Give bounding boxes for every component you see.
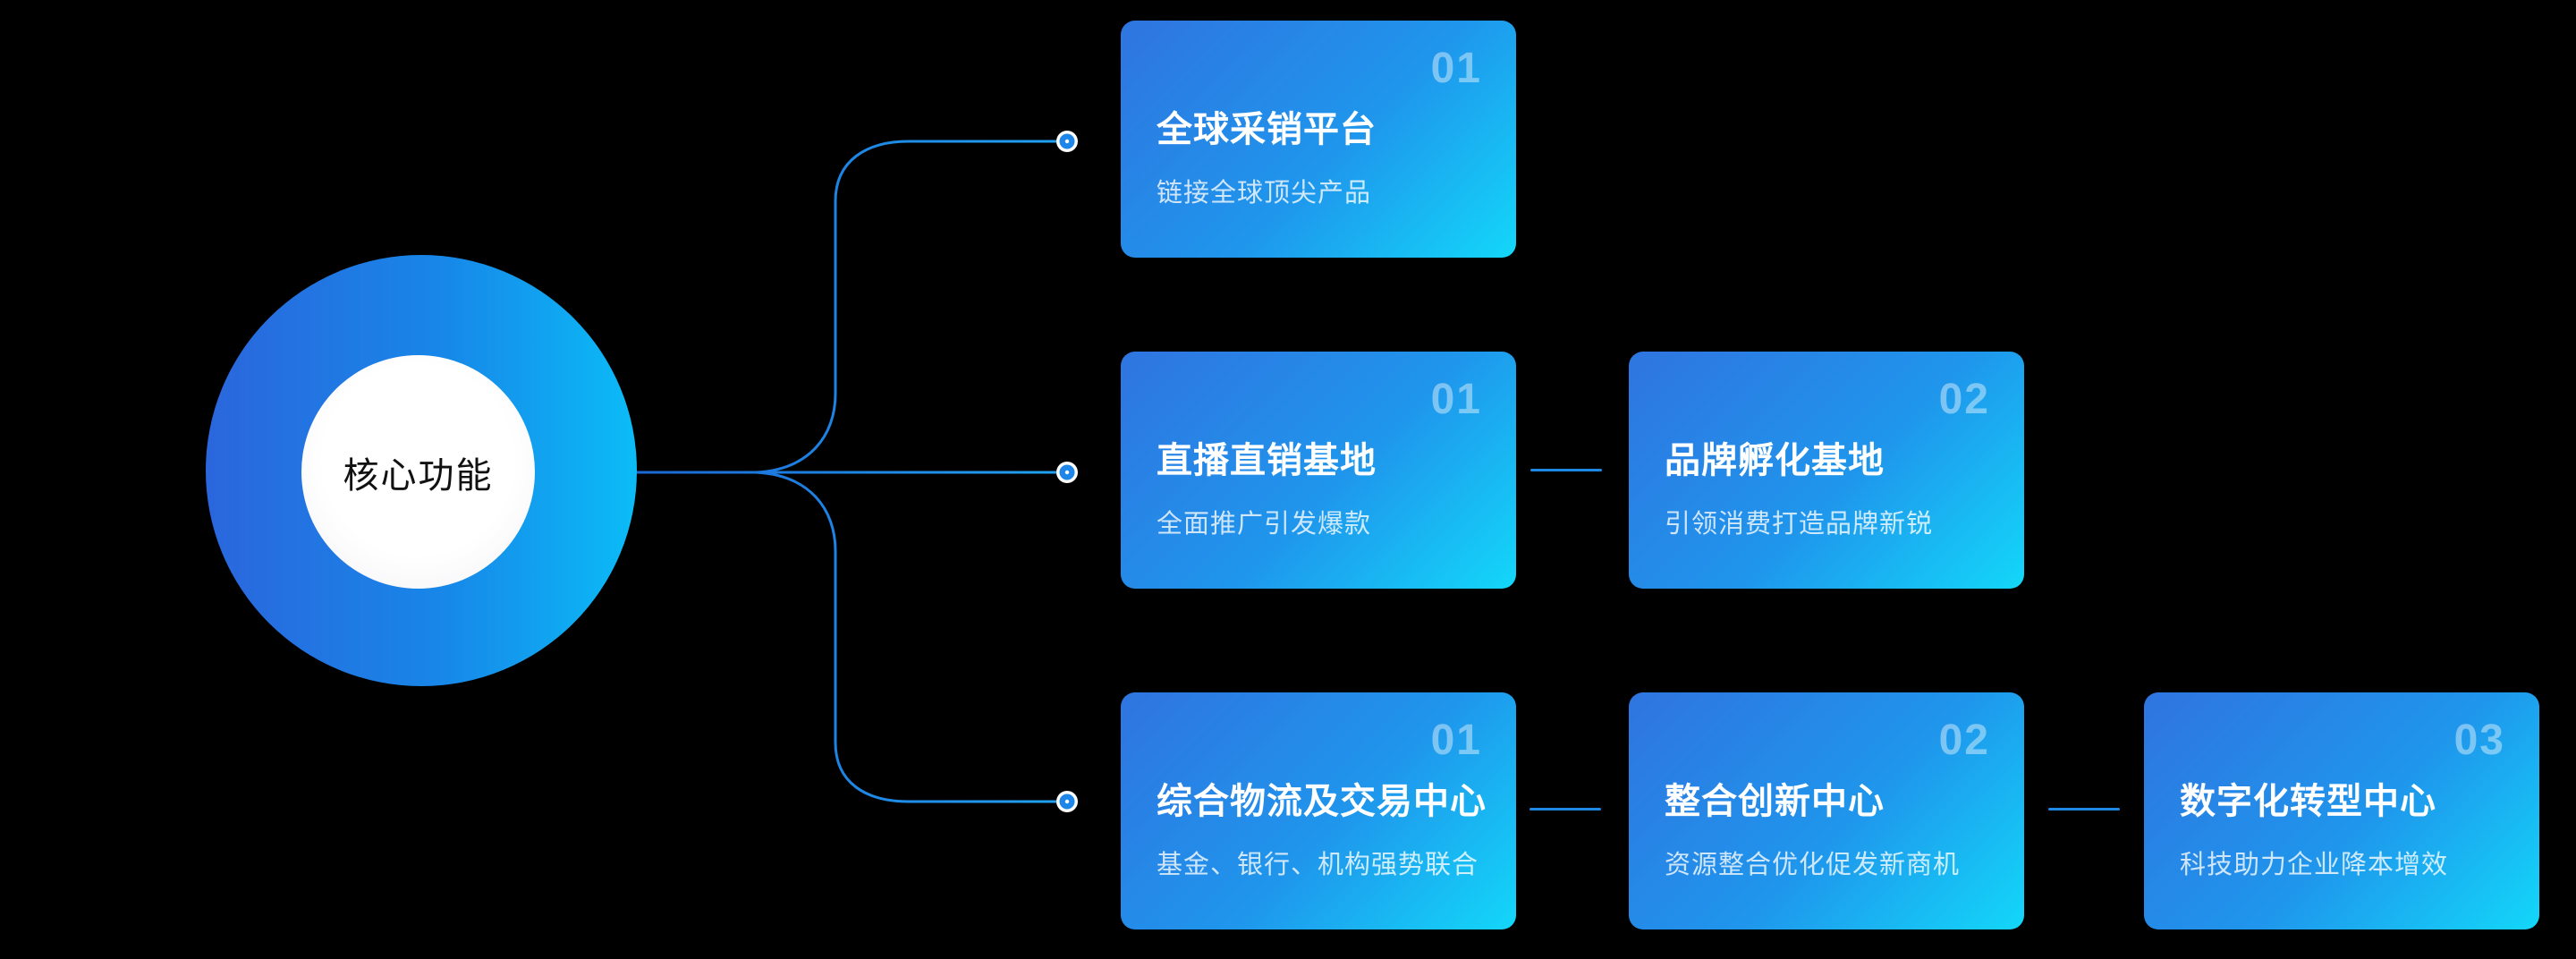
card-global-sourcing: 01 全球采销平台 链接全球顶尖产品 <box>1121 21 1516 258</box>
card-number: 01 <box>1430 376 1482 423</box>
branch-node-middle <box>1056 462 1078 483</box>
card-link-row3-a <box>1530 808 1601 810</box>
card-subtitle: 基金、银行、机构强势联合 <box>1157 851 1479 879</box>
card-number: 02 <box>1938 376 1990 423</box>
branch-node-bottom <box>1056 791 1078 812</box>
card-number: 03 <box>2453 717 2505 764</box>
branch-node-top <box>1056 131 1078 152</box>
card-subtitle: 资源整合优化促发新商机 <box>1665 851 1961 879</box>
card-subtitle: 全面推广引发爆款 <box>1157 510 1372 539</box>
card-title: 数字化转型中心 <box>2180 782 2436 821</box>
card-live-sales-base: 01 直播直销基地 全面推广引发爆款 <box>1121 352 1516 589</box>
branch-top <box>755 140 1056 474</box>
card-digital-transformation-center: 03 数字化转型中心 科技助力企业降本增效 <box>2144 692 2539 929</box>
card-number: 01 <box>1430 45 1482 92</box>
card-logistics-trade-center: 01 综合物流及交易中心 基金、银行、机构强势联合 <box>1121 692 1516 929</box>
card-link-row2 <box>1530 469 1602 471</box>
card-title: 综合物流及交易中心 <box>1157 782 1487 821</box>
card-brand-incubation: 02 品牌孵化基地 引领消费打造品牌新锐 <box>1629 352 2024 589</box>
card-number: 01 <box>1430 717 1482 764</box>
card-title: 品牌孵化基地 <box>1665 441 1885 480</box>
card-number: 02 <box>1938 717 1990 764</box>
card-title: 全球采销平台 <box>1157 110 1377 149</box>
hub-label: 核心功能 <box>343 455 494 496</box>
card-subtitle: 引领消费打造品牌新锐 <box>1665 510 1934 539</box>
card-integration-innovation-center: 02 整合创新中心 资源整合优化促发新商机 <box>1629 692 2024 929</box>
hub-inner-circle: 核心功能 <box>301 355 535 589</box>
card-subtitle: 链接全球顶尖产品 <box>1157 179 1372 208</box>
card-title: 直播直销基地 <box>1157 441 1377 480</box>
card-link-row3-b <box>2048 808 2120 810</box>
card-subtitle: 科技助力企业降本增效 <box>2180 851 2449 879</box>
branch-bottom <box>755 471 1056 803</box>
card-title: 整合创新中心 <box>1665 782 1885 821</box>
